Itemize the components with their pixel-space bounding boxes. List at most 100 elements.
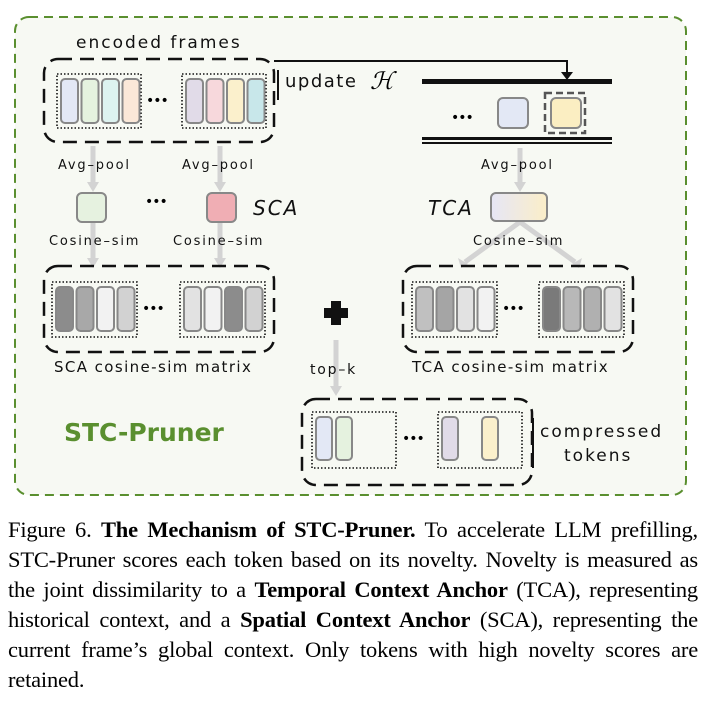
compressed-token xyxy=(441,416,459,461)
frame-2-tokens xyxy=(185,78,266,124)
tca-sim-token xyxy=(456,286,475,332)
sca-sim-token xyxy=(203,286,223,332)
sca-sim-token xyxy=(183,286,202,332)
avg-pool-label-2: Avg–pool xyxy=(182,158,255,173)
sca-sim-token xyxy=(96,286,115,332)
top-k-label: top–k xyxy=(310,362,357,378)
arrowhead xyxy=(87,258,99,268)
history-new-token xyxy=(550,97,582,129)
sca-matrix-ellipsis: ••• xyxy=(142,301,164,317)
cosine-sim-label-2: Cosine–sim xyxy=(173,234,264,249)
arrow-tca-to-matrix-right xyxy=(518,219,577,265)
cosine-sim-label-3: Cosine–sim xyxy=(473,234,564,249)
pooled-token xyxy=(76,192,107,223)
history-top-bar xyxy=(422,79,612,84)
tca-sim-token xyxy=(435,286,455,332)
avg-pool-label-1: Avg–pool xyxy=(58,158,131,173)
frames-ellipsis: ••• xyxy=(146,93,168,109)
tca-matrix-box xyxy=(401,264,635,354)
history-token xyxy=(497,97,529,129)
compressed-left-tokens xyxy=(315,416,353,461)
sca-sim-token xyxy=(244,286,264,332)
sca-token xyxy=(206,192,237,223)
history-bottom-bar-1 xyxy=(422,137,612,140)
update-label: update xyxy=(285,71,357,92)
sca-matrix-left-dotted xyxy=(51,281,138,338)
tca-matrix-label: TCA cosine-sim matrix xyxy=(411,358,609,376)
arrowhead xyxy=(514,182,526,192)
tca-matrix-ellipsis: ••• xyxy=(502,301,524,317)
caption-text-2: (TCA), representing historical context, … xyxy=(8,577,698,632)
avg-pool-label-3: Avg–pool xyxy=(481,158,554,173)
arrowhead xyxy=(214,182,226,192)
caption-label: Figure 6. xyxy=(8,517,92,542)
arrowhead xyxy=(87,182,99,192)
sca-matrix-right-tokens xyxy=(183,286,264,332)
frame-token xyxy=(185,78,204,124)
history-new-slot xyxy=(543,91,587,135)
sca-matrix-box xyxy=(42,264,276,354)
compressed-token xyxy=(481,416,499,461)
sca-matrix-label: SCA cosine-sim matrix xyxy=(54,358,252,376)
tca-matrix-left-dotted xyxy=(411,281,498,338)
stc-pruner-diagram: encoded frames ••• update ℋ ••• Avg–pool… xyxy=(14,16,687,496)
frame-token xyxy=(60,78,79,124)
tca-label: TCA xyxy=(428,196,474,220)
outer-panel xyxy=(14,16,687,496)
pooled-ellipsis: ••• xyxy=(145,194,167,210)
tca-token xyxy=(490,192,548,222)
connector-arrows xyxy=(90,146,577,390)
plus-icon xyxy=(324,301,348,325)
tca-sim-token xyxy=(562,286,582,332)
frame-token xyxy=(226,78,245,124)
compressed-right-dotted xyxy=(437,411,523,469)
arrow-tca-to-matrix-left xyxy=(463,219,522,265)
cosine-sim-label-1: Cosine–sim xyxy=(49,234,140,249)
compressed-left-dotted xyxy=(311,411,397,469)
frame-token xyxy=(205,78,225,124)
frame-2-dotted-box xyxy=(181,73,267,129)
tca-sim-token xyxy=(542,286,561,332)
sca-matrix-right-dotted xyxy=(179,281,266,338)
history-bottom-bar-2 xyxy=(422,142,612,144)
tca-sim-token xyxy=(476,286,496,332)
caption-term-sca: Spatial Context Anchor xyxy=(240,607,471,632)
compressed-ellipsis: ••• xyxy=(402,431,424,447)
sca-matrix-left-tokens xyxy=(55,286,136,332)
caption-text-3: (SCA), representing the current frame’s … xyxy=(8,607,698,692)
history-ellipsis: ••• xyxy=(451,110,473,126)
compressed-token xyxy=(335,416,353,461)
frame-token xyxy=(121,78,141,124)
frame-1-tokens xyxy=(60,78,141,124)
tca-matrix-right-tokens xyxy=(542,286,623,332)
compressed-label-line2: tokens xyxy=(564,446,632,466)
history-symbol: ℋ xyxy=(370,67,397,95)
frame-1-dotted-box xyxy=(56,73,142,129)
tca-sim-token xyxy=(603,286,623,332)
encoded-frames-box xyxy=(42,57,276,144)
sca-label: SCA xyxy=(253,196,299,220)
arrowhead xyxy=(458,258,468,268)
update-arrowhead xyxy=(561,72,573,80)
compressed-right-tokens xyxy=(441,416,499,461)
frame-token xyxy=(101,78,120,124)
sca-sim-token xyxy=(116,286,136,332)
stc-pruner-title: STC-Pruner xyxy=(64,418,225,447)
sca-sim-token xyxy=(75,286,95,332)
sca-sim-token xyxy=(224,286,243,332)
tca-matrix-left-tokens xyxy=(415,286,496,332)
caption-term-tca: Temporal Context Anchor xyxy=(254,577,508,602)
arrowhead xyxy=(330,386,342,396)
compressed-label-line1: compressed xyxy=(540,422,663,442)
sca-sim-token xyxy=(55,286,74,332)
figure-caption: Figure 6. The Mechanism of STC-Pruner. T… xyxy=(8,515,698,695)
tca-sim-token xyxy=(583,286,602,332)
frame-token xyxy=(80,78,100,124)
caption-text-1: To accelerate LLM prefilling, STC-Pruner… xyxy=(8,517,698,602)
tca-matrix-right-dotted xyxy=(538,281,625,338)
tca-sim-token xyxy=(415,286,434,332)
arrowhead xyxy=(214,258,226,268)
encoded-frames-label: encoded frames xyxy=(76,33,242,53)
caption-title: The Mechanism of STC-Pruner. xyxy=(100,517,416,542)
frame-token xyxy=(246,78,266,124)
